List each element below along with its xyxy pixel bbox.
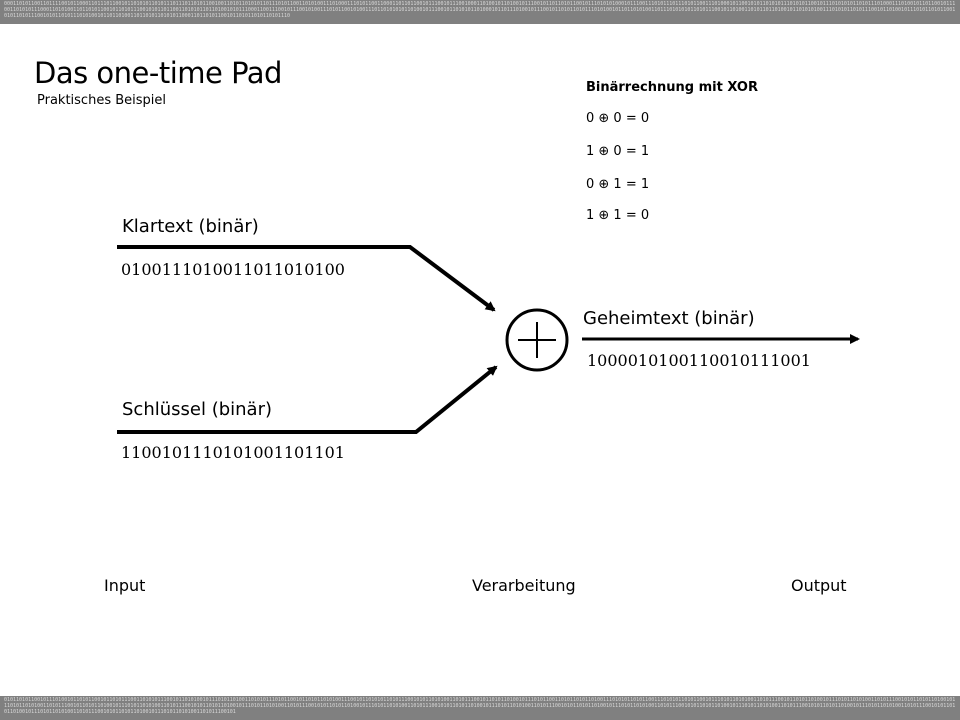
slide-subtitle: Praktisches Beispiel	[37, 93, 166, 108]
binary-header-band: 0001101011001101111001011000110111011001…	[0, 0, 960, 24]
xor-plus-circle-icon	[505, 308, 569, 372]
key-bits: 1100101110101001101101	[121, 443, 345, 462]
slide-title: Das one-time Pad	[34, 56, 282, 90]
plaintext-bits: 0100111010011011010100	[121, 260, 345, 279]
plaintext-label: Klartext (binär)	[122, 216, 259, 237]
binary-footer-band: 0101101011001011101001011010110010110101…	[0, 696, 960, 720]
xor-rule-1-0: 1 ⊕ 0 = 1	[586, 144, 650, 159]
plaintext-connector	[117, 245, 496, 312]
xor-rule-0-1: 0 ⊕ 1 = 1	[586, 177, 650, 192]
stage-input-label: Input	[104, 576, 146, 595]
xor-rule-1-1: 1 ⊕ 1 = 0	[586, 208, 650, 223]
ciphertext-bits: 1000010100110010111001	[587, 351, 811, 370]
key-connector	[117, 365, 498, 434]
key-label: Schlüssel (binär)	[122, 399, 273, 420]
xor-table-heading: Binärrechnung mit XOR	[586, 80, 758, 95]
stage-processing-label: Verarbeitung	[472, 576, 576, 595]
stage-output-label: Output	[791, 576, 847, 595]
xor-rule-0-0: 0 ⊕ 0 = 0	[586, 111, 650, 126]
ciphertext-label: Geheimtext (binär)	[583, 308, 755, 329]
